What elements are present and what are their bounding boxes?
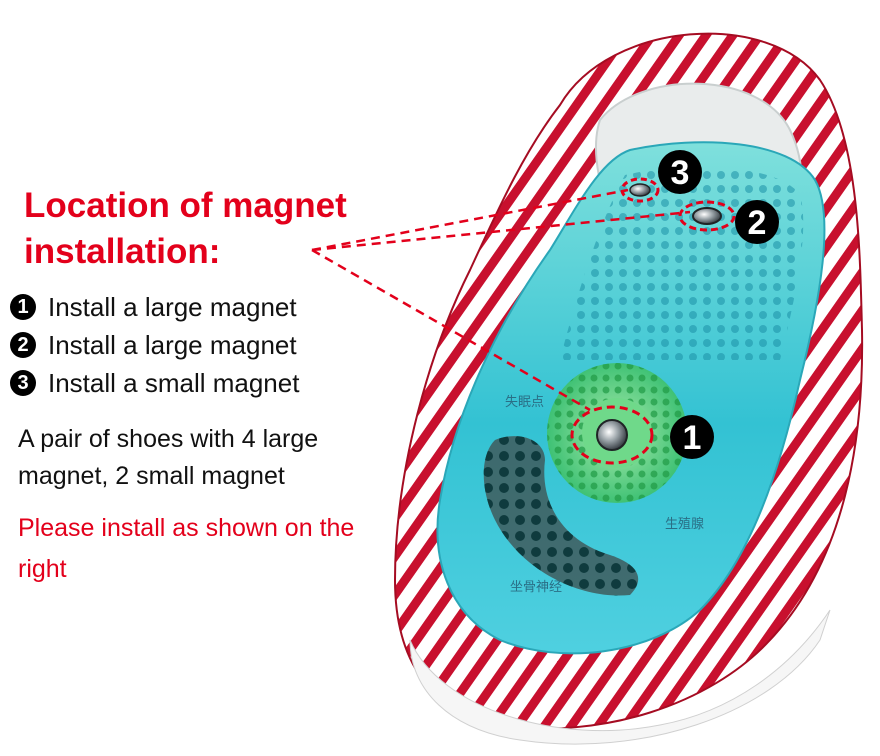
- insole-label-3: 坐骨神经: [510, 580, 562, 595]
- step-text: Install a large magnet: [48, 291, 297, 322]
- marker-1: 1: [670, 415, 714, 459]
- step-item: 2 Install a large magnet: [10, 326, 299, 364]
- svg-text:2: 2: [748, 204, 767, 242]
- marker-3: 3: [658, 150, 702, 194]
- svg-text:3: 3: [671, 154, 690, 192]
- step-text: Install a large magnet: [48, 329, 297, 360]
- insole-label-2: 生殖腺: [665, 516, 704, 532]
- step-item: 1 Install a large magnet: [10, 288, 299, 326]
- quantity-note: A pair of shoes with 4 large magnet, 2 s…: [18, 425, 319, 490]
- magnet-small-toe: [629, 183, 651, 197]
- insole-label-1: 失眠点: [505, 395, 544, 410]
- step-list: 1 Install a large magnet 2 Install a lar…: [10, 288, 299, 402]
- install-instruction: Please install as shown on the right: [18, 514, 355, 583]
- heading: Location of magnet installation:: [24, 186, 347, 271]
- magnet-large-forefoot: [692, 207, 722, 225]
- svg-text:1: 1: [683, 419, 702, 457]
- magnet-large-heel: [596, 419, 628, 451]
- marker-2: 2: [735, 200, 779, 244]
- step-number-badge: 1: [10, 294, 36, 320]
- step-item: 3 Install a small magnet: [10, 364, 299, 402]
- step-number-badge: 2: [10, 332, 36, 358]
- step-number-badge: 3: [10, 370, 36, 396]
- step-text: Install a small magnet: [48, 367, 300, 398]
